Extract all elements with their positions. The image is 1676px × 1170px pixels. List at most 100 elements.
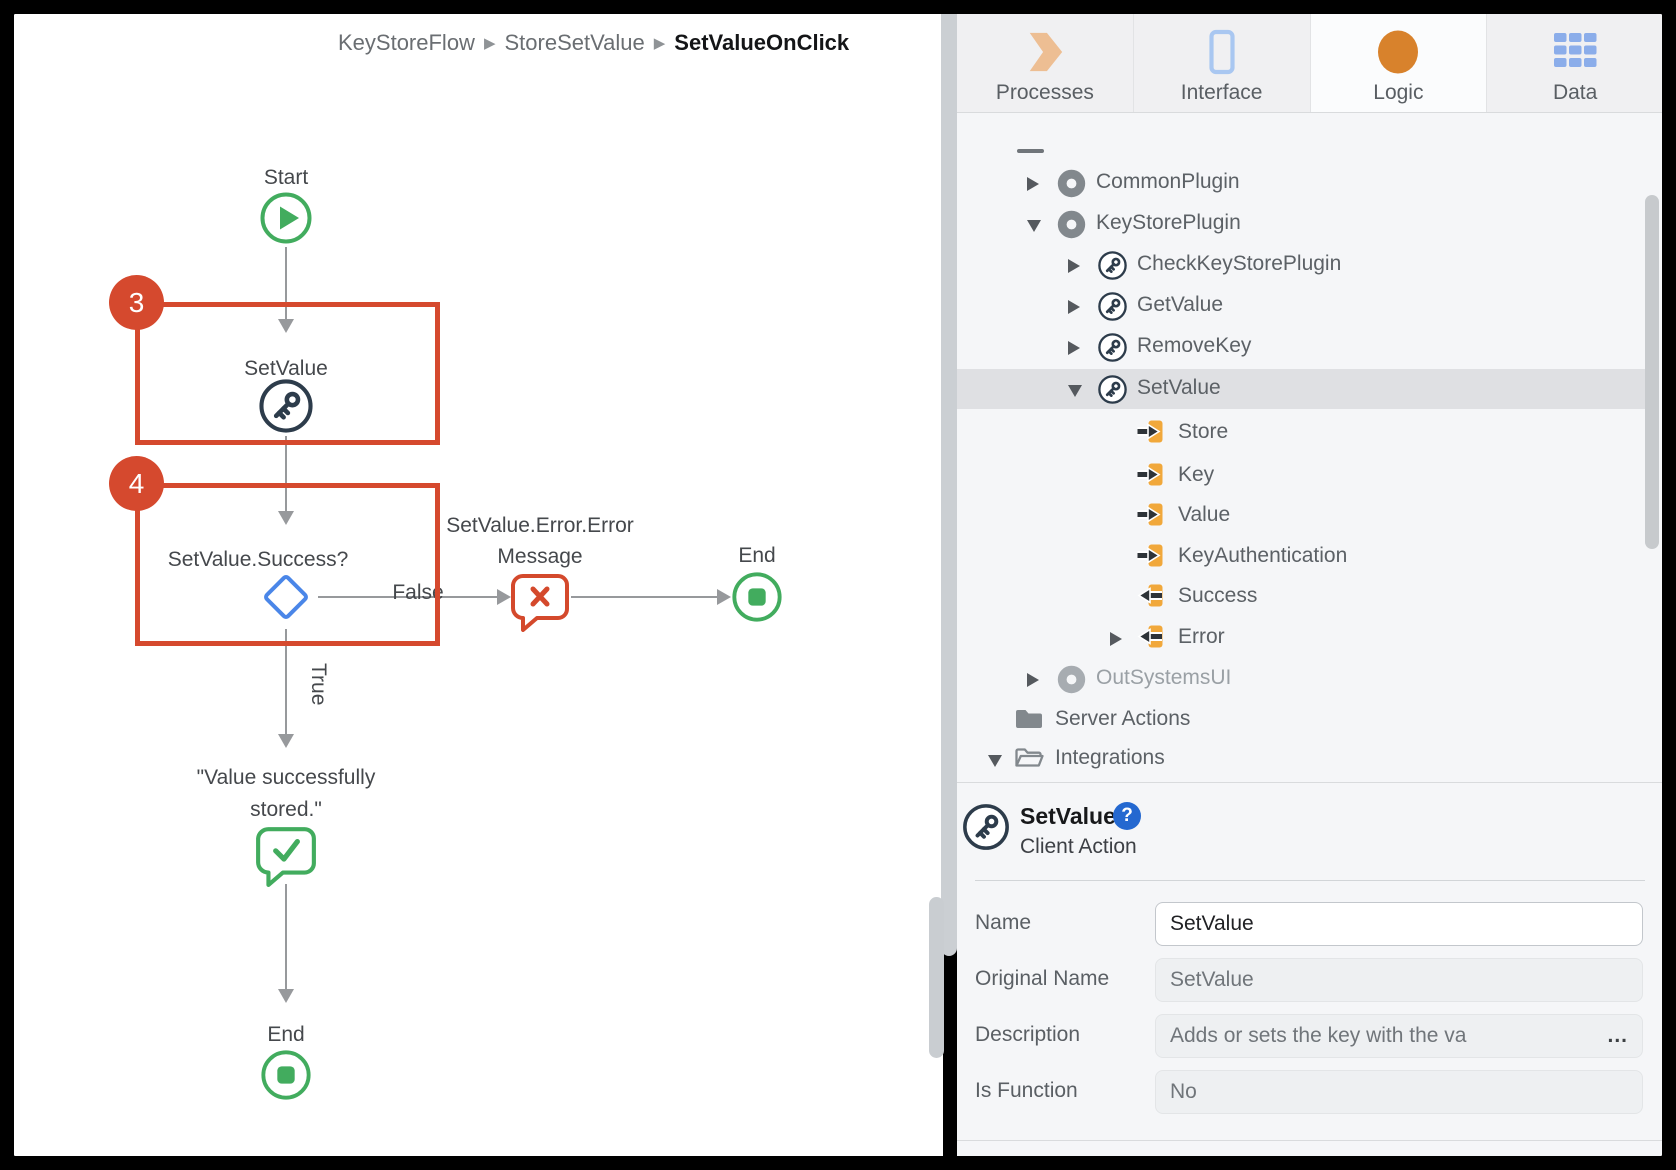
folder-closed-icon xyxy=(1014,705,1044,737)
error-node-label-line1: SetValue.Error.Error xyxy=(446,514,634,537)
arrowhead-icon xyxy=(497,589,511,605)
tree-item-label: Integrations xyxy=(1055,746,1165,769)
tree-item-server-actions[interactable]: Server Actions xyxy=(957,700,1646,740)
start-node-icon[interactable] xyxy=(258,190,314,251)
tree-item-removekey[interactable]: RemoveKey xyxy=(957,327,1646,367)
data-icon xyxy=(1553,27,1597,77)
arrowhead-icon xyxy=(278,319,294,333)
help-icon[interactable]: ? xyxy=(1113,802,1141,830)
module-donut-icon xyxy=(1056,664,1087,700)
chevron-right-icon[interactable] xyxy=(1110,632,1122,646)
input-param-icon xyxy=(1136,418,1165,450)
tree-item-key[interactable]: Key xyxy=(957,456,1646,496)
field-label-is-function: Is Function xyxy=(975,1079,1078,1102)
breadcrumb-flow[interactable]: KeyStoreFlow xyxy=(338,30,475,55)
chevron-right-icon[interactable] xyxy=(1027,177,1039,191)
flow-canvas[interactable]: KeyStoreFlow▶StoreSetValue▶SetValueOnCli… xyxy=(13,13,943,1157)
name-input[interactable] xyxy=(1155,902,1643,946)
field-value-description: Adds or sets the key with the va... xyxy=(1155,1014,1643,1058)
tab-processes[interactable]: Processes xyxy=(957,13,1134,112)
input-param-icon xyxy=(1136,542,1165,574)
chevron-right-icon[interactable] xyxy=(1068,341,1080,355)
properties-divider xyxy=(975,880,1645,881)
tree-item-success[interactable]: Success xyxy=(957,577,1646,617)
tree-item-label: Key xyxy=(1178,463,1215,486)
properties-bottom-divider xyxy=(957,1140,1663,1141)
field-value-is-function: No xyxy=(1155,1070,1643,1114)
end-bottom-node-icon[interactable] xyxy=(259,1048,313,1107)
error-node-label-line2: Message xyxy=(497,545,583,568)
setvalue-node-label: SetValue xyxy=(244,357,328,380)
canvas-scrollbar-thumb[interactable] xyxy=(929,897,944,1058)
chevron-right-icon[interactable] xyxy=(1068,300,1080,314)
properties-header xyxy=(957,783,1663,880)
tree-item-keyauthentication[interactable]: KeyAuthentication xyxy=(957,537,1646,577)
breadcrumb-separator-icon: ▶ xyxy=(653,35,666,52)
field-value-text: Adds or sets the key with the va xyxy=(1170,1024,1467,1047)
tree-item-keystoreplugin[interactable]: KeyStorePlugin xyxy=(957,204,1646,244)
breadcrumb-action[interactable]: SetValueOnClick xyxy=(674,30,850,55)
tree-item-getvalue[interactable]: GetValue xyxy=(957,286,1646,326)
chevron-down-icon[interactable] xyxy=(1068,385,1082,397)
end-right-node-label: End xyxy=(738,544,776,567)
chevron-right-icon[interactable] xyxy=(1068,259,1080,273)
tree-properties-divider xyxy=(957,782,1663,783)
tree-item-outsystemsui[interactable]: OutSystemsUI xyxy=(957,659,1646,699)
tab-logic[interactable]: Logic xyxy=(1310,13,1488,112)
tab-interface[interactable]: Interface xyxy=(1133,13,1311,112)
client-action-key-icon xyxy=(1097,374,1128,410)
tab-data[interactable]: Data xyxy=(1487,13,1663,112)
input-param-icon xyxy=(1136,461,1165,493)
tree-item-store[interactable]: Store xyxy=(957,413,1646,453)
chevron-right-icon[interactable] xyxy=(1027,673,1039,687)
tabbar-divider xyxy=(957,112,1663,113)
connector-true xyxy=(285,629,287,736)
arrowhead-icon xyxy=(278,511,294,525)
connector-false xyxy=(318,596,498,598)
decision-node-icon[interactable] xyxy=(254,565,318,634)
properties-subtitle: Client Action xyxy=(1020,835,1137,858)
arrowhead-icon xyxy=(717,589,731,605)
success-message-label-line2: stored." xyxy=(250,798,322,821)
end-right-node-icon[interactable] xyxy=(730,570,784,629)
tree-item-value[interactable]: Value xyxy=(957,496,1646,536)
tree-item-integrations[interactable]: Integrations xyxy=(957,739,1646,779)
chevron-down-icon[interactable] xyxy=(1027,220,1041,232)
module-donut-icon xyxy=(1056,209,1087,245)
field-label-original-name: Original Name xyxy=(975,967,1110,990)
tab-label: Logic xyxy=(1373,81,1424,104)
splitter-scrollbar[interactable] xyxy=(941,13,957,956)
tab-label: Interface xyxy=(1180,81,1263,104)
field-label-name: Name xyxy=(975,911,1032,934)
tree-item-setvalue[interactable]: SetValue xyxy=(957,369,1646,409)
tree-item-error[interactable]: Error xyxy=(957,618,1646,658)
input-param-icon xyxy=(1136,501,1165,533)
tree-item-commonplugin[interactable]: CommonPlugin xyxy=(957,163,1646,203)
folder-open-icon xyxy=(1014,744,1044,776)
breadcrumb-screen[interactable]: StoreSetValue xyxy=(504,30,645,55)
connector xyxy=(285,436,287,513)
tree-item-label: SetValue xyxy=(1137,376,1221,399)
tree-item-label: CommonPlugin xyxy=(1096,170,1240,193)
tree-item-checkkeystoreplugin[interactable]: CheckKeyStorePlugin xyxy=(957,245,1646,285)
client-action-key-icon xyxy=(1097,250,1128,286)
panel-scrollbar-thumb[interactable] xyxy=(1645,195,1659,549)
error-message-node-icon[interactable] xyxy=(509,572,571,637)
client-action-key-icon xyxy=(1097,291,1128,327)
tree-item-label: Server Actions xyxy=(1055,707,1191,730)
arrowhead-icon xyxy=(278,989,294,1003)
tree-item-label: Success xyxy=(1178,584,1258,607)
decision-node-label: SetValue.Success? xyxy=(167,548,349,571)
annotation-badge-3: 3 xyxy=(109,275,164,330)
chevron-down-icon[interactable] xyxy=(988,755,1002,767)
logic-icon xyxy=(1376,27,1420,77)
client-action-key-icon xyxy=(1097,332,1128,368)
success-message-node-icon[interactable] xyxy=(254,825,318,892)
tree-item-label: Value xyxy=(1178,503,1231,526)
end-bottom-node-label: End xyxy=(267,1023,305,1046)
description-expand-button[interactable]: ... xyxy=(1607,1024,1628,1047)
setvalue-node-icon[interactable] xyxy=(257,377,315,440)
processes-icon xyxy=(1024,27,1066,77)
